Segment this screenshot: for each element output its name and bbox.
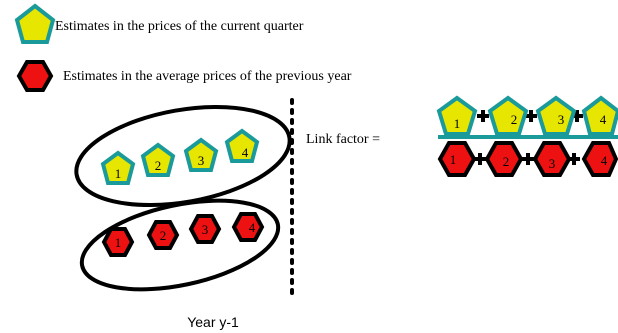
svg-text:3: 3 <box>558 112 565 127</box>
svg-text:2: 2 <box>511 112 518 127</box>
right-pentagon-1: 1 <box>436 95 478 136</box>
left-pentagon-1: 1 <box>100 150 136 185</box>
right-hexagon-4: 4 <box>581 141 618 177</box>
right-pentagon-2: 2 <box>487 95 529 136</box>
svg-text:1: 1 <box>115 166 122 181</box>
legend-current-quarter-label: Estimates in the prices of the current q… <box>55 19 304 34</box>
left-hexagon-3: 3 <box>188 214 222 244</box>
left-hexagon-4: 4 <box>231 212 265 242</box>
svg-text:2: 2 <box>503 154 510 169</box>
left-pentagons: 1 2 3 4 <box>100 128 260 185</box>
svg-text:4: 4 <box>600 112 607 127</box>
right-hexagon-2: 2 <box>484 141 524 177</box>
svg-text:2: 2 <box>160 228 167 243</box>
right-pentagon-4: 4 <box>581 95 618 136</box>
pentagon-group-ellipse <box>74 104 292 208</box>
svg-text:2: 2 <box>155 158 162 173</box>
right-hexagon-1: 1 <box>437 141 477 177</box>
year-label: Year y-1 <box>187 314 239 330</box>
svg-text:3: 3 <box>549 156 556 171</box>
left-pentagon-3: 3 <box>183 137 219 172</box>
numerator-pentagons: 1 2 3 4 <box>436 95 618 136</box>
fraction-bar <box>438 135 618 139</box>
left-pentagon-2: 2 <box>140 142 176 177</box>
legend-pentagon-icon <box>14 3 56 44</box>
svg-text:1: 1 <box>115 235 122 250</box>
svg-text:1: 1 <box>450 152 457 167</box>
legend-hexagon-icon <box>16 60 54 92</box>
hexagon-group-ellipse <box>79 198 281 292</box>
legend: Estimates in the prices of the current q… <box>14 3 352 92</box>
link-factor-label: Link factor = <box>306 132 380 147</box>
denominator-hexagons: 1 2 3 4 <box>437 141 618 177</box>
svg-text:1: 1 <box>454 116 461 131</box>
svg-text:4: 4 <box>601 153 608 168</box>
svg-text:3: 3 <box>198 153 205 168</box>
svg-text:3: 3 <box>202 222 209 237</box>
left-pentagon-4: 4 <box>224 128 260 163</box>
left-hexagons: 1 2 3 4 <box>101 212 265 257</box>
svg-text:4: 4 <box>249 220 256 235</box>
left-hexagon-1: 1 <box>101 227 135 257</box>
right-pentagon-3: 3 <box>535 95 577 136</box>
legend-previous-year-label: Estimates in the average prices of the p… <box>63 69 352 84</box>
left-hexagon-2: 2 <box>146 220 180 250</box>
right-hexagon-3: 3 <box>532 141 572 177</box>
svg-text:4: 4 <box>242 145 249 160</box>
